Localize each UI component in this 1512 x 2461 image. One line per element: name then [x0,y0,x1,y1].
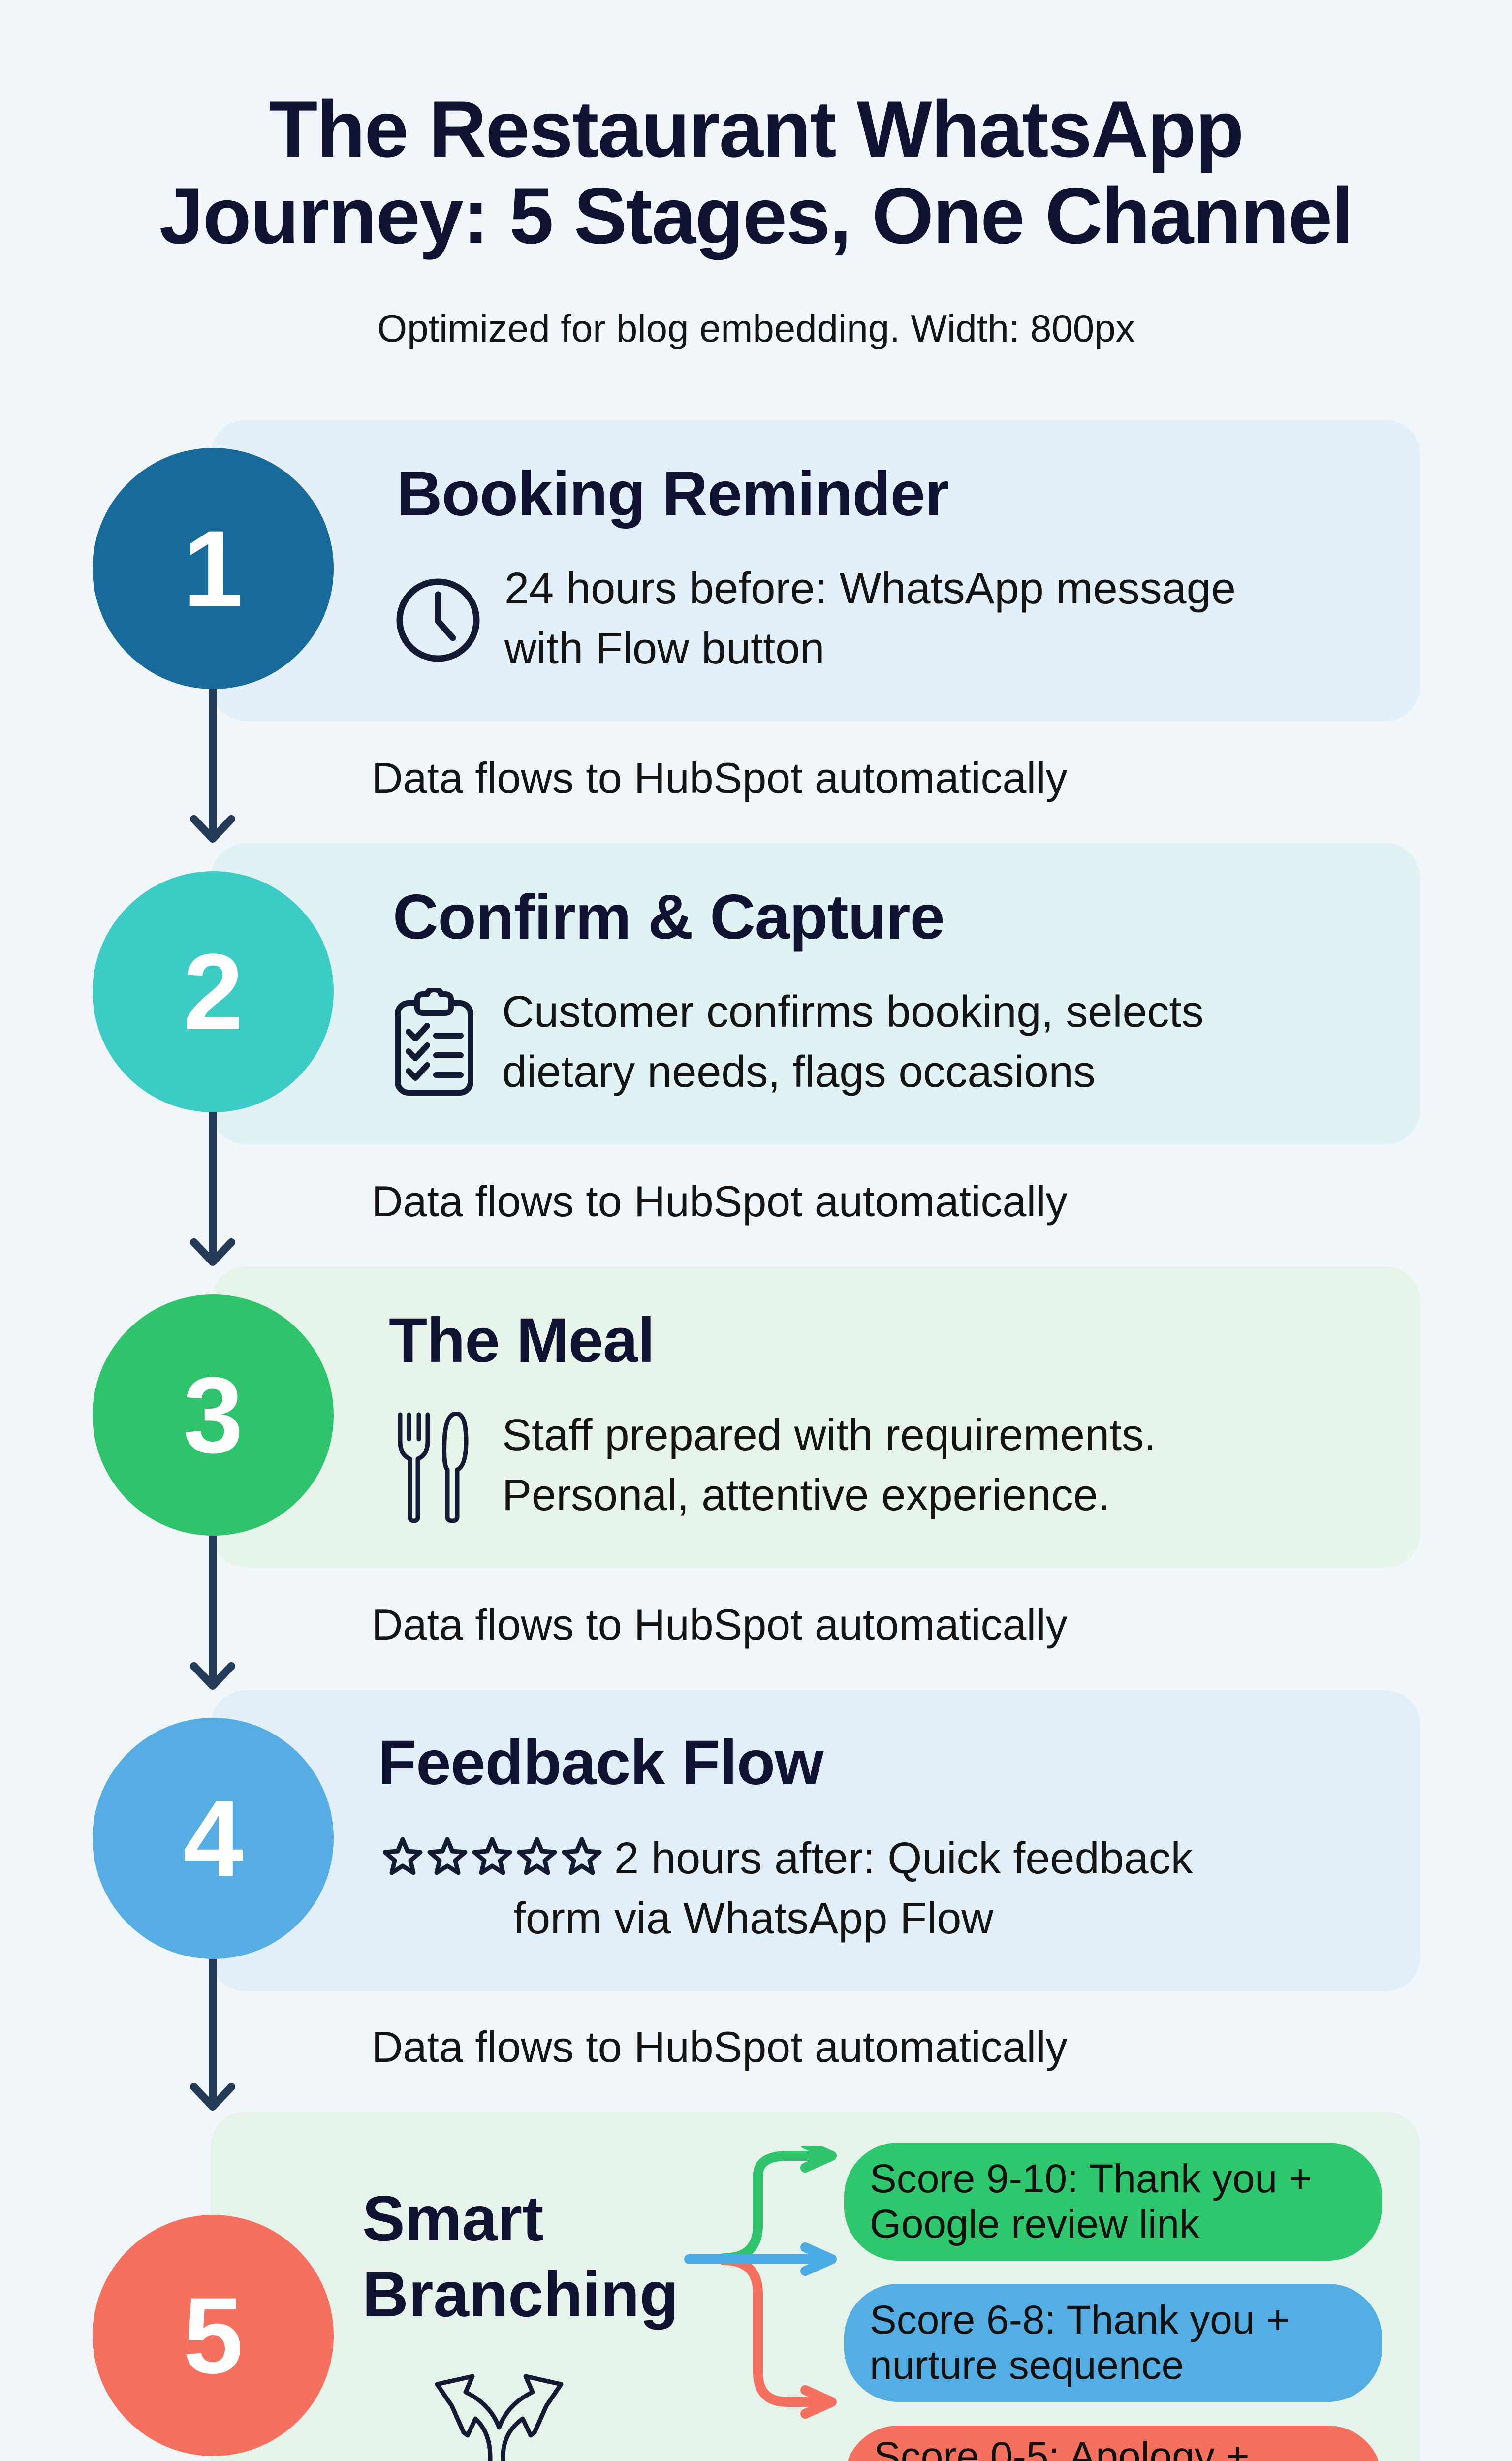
stage-card-4 [211,1690,1420,1991]
stage-title-5: Smart Branching [362,2180,679,2332]
stage-number-badge-1: 1 [93,448,334,689]
connector-label-3: Data flows to HubSpot automatically [372,1600,1068,1649]
stage-title-1: Booking Reminder [397,459,949,529]
stage-desc-1-line-2: with Flow button [504,624,825,673]
connector-line-4 [209,1954,217,2108]
branch-low-line-1: Score 0-5: Apology + [874,2434,1250,2461]
stage-title-5-line-2: Branching [362,2258,679,2330]
stage-desc-3: Staff prepared with requirements. Person… [502,1405,1156,1525]
stage-desc-4-line-2: form via WhatsApp Flow [513,1894,994,1943]
stage-desc-2-line-2: dietary needs, flags occasions [502,1047,1096,1097]
stage-desc-3-line-2: Personal, attentive experience. [502,1471,1110,1520]
branch-outcome-high-score: Score 9-10: Thank you + Google review li… [844,2143,1382,2261]
stage-title-2: Confirm & Capture [393,882,945,952]
branch-high-line-2: Google review link [870,2202,1199,2246]
stage-title-4: Feedback Flow [378,1728,824,1798]
connector-label-2: Data flows to HubSpot automatically [372,1177,1068,1226]
stage-number-badge-4: 4 [93,1718,334,1959]
arrow-down-icon [190,2083,235,2111]
connector-line-3 [209,1531,217,1686]
connector-label-1: Data flows to HubSpot automatically [372,754,1068,802]
title-line-2: Journey: 5 Stages, One Channel [159,171,1354,260]
connector-line-2 [209,1107,217,1262]
stage-title-3: The Meal [389,1305,655,1376]
branch-outcome-mid-score: Score 6-8: Thank you + nurture sequence [844,2284,1382,2402]
stage-title-5-line-1: Smart [362,2182,544,2254]
stage-desc-1: 24 hours before: WhatsApp message with F… [504,559,1236,679]
branch-outcome-low-score: Score 0-5: Apology + manager follow-up +… [844,2426,1382,2461]
clipboard-checklist-icon [395,988,473,1096]
title-line-1: The Restaurant WhatsApp [269,85,1244,174]
connector-label-4: Data flows to HubSpot automatically [372,2022,1068,2071]
stage-card-3 [211,1266,1420,1568]
branch-mid-line-1: Score 6-8: Thank you + [870,2298,1290,2342]
page-title: The Restaurant WhatsApp Journey: 5 Stage… [0,86,1512,259]
fork-knife-icon [398,1412,469,1523]
connector-line-1 [209,684,217,839]
arrow-down-icon [190,1238,235,1266]
stage-desc-1-line-1: 24 hours before: WhatsApp message [504,564,1236,613]
five-stars-icon [383,1837,602,1875]
stage-number-badge-3: 3 [93,1294,334,1536]
split-arrows-icon [435,2374,564,2461]
stage-number-badge-2: 2 [93,871,334,1112]
arrow-down-icon [190,1662,235,1690]
arrow-down-icon [190,815,235,843]
clock-icon [396,578,480,662]
stage-desc-4-line-1: 2 hours after: Quick feedback [614,1834,1193,1883]
stage-desc-2-line-1: Customer confirms booking, selects [502,987,1204,1037]
branch-mid-line-2: nurture sequence [870,2343,1184,2388]
branch-arrows-graphic [684,2146,837,2419]
stage-number-badge-5: 5 [93,2215,334,2456]
stage-desc-3-line-1: Staff prepared with requirements. [502,1411,1157,1460]
branch-high-line-1: Score 9-10: Thank you + [870,2156,1312,2201]
stage-card-1 [211,420,1420,721]
stage-desc-2: Customer confirms booking, selects dieta… [502,982,1204,1102]
page-subtitle: Optimized for blog embedding. Width: 800… [377,307,1135,350]
